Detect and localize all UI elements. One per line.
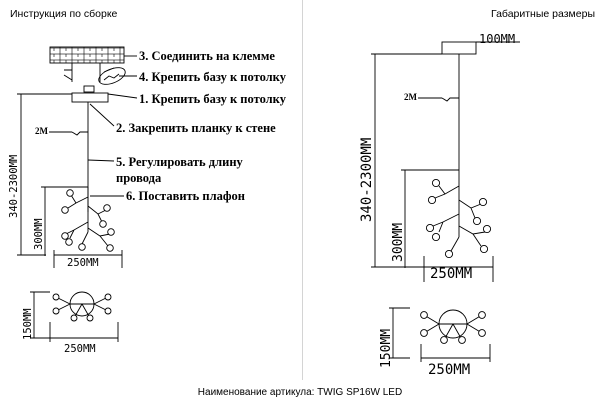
fixture-height-dim-right: 300MM bbox=[391, 223, 406, 262]
ceiling-base bbox=[71, 92, 109, 103]
dimensions-title: Габаритные размеры bbox=[491, 8, 595, 20]
dimension-diagram bbox=[371, 41, 520, 362]
fixture-height-dim-left: 300MM bbox=[33, 218, 45, 250]
terminal-block-icon bbox=[98, 67, 126, 85]
step-1-label: 2. Закрепить планку к стене bbox=[116, 121, 276, 135]
cable-length-label-right: 2M bbox=[404, 92, 418, 102]
cable-length-label: 2M bbox=[35, 126, 49, 136]
step-6-label: 6. Поставить плафон bbox=[126, 189, 245, 203]
canopy bbox=[441, 41, 477, 55]
width-dim-right-bottom: 250MM bbox=[428, 362, 470, 378]
assembly-diagram bbox=[17, 46, 138, 342]
wall-hatch bbox=[49, 46, 125, 64]
step-3-label: 4. Крепить базу к потолку bbox=[139, 70, 287, 84]
step-2-label: 3. Соединить на клемме bbox=[139, 49, 275, 63]
depth-dim-left: 150MM bbox=[22, 308, 34, 340]
step-5-label: 5. Регулировать длину bbox=[116, 155, 244, 169]
article-name: Наименование артикула: TWIG SP16W LED bbox=[197, 387, 403, 398]
bulbs-left bbox=[61, 189, 115, 252]
assembly-instructions-title: Инструкция по сборке bbox=[10, 8, 118, 20]
width-dim-right: 250MM bbox=[430, 266, 472, 282]
section-divider bbox=[302, 0, 303, 380]
height-dim-right: 340-2300MM bbox=[359, 138, 375, 222]
depth-dim-right: 150MM bbox=[379, 329, 394, 368]
width-dim-left: 250MM bbox=[67, 257, 99, 269]
width-dim-left-bottom: 250MM bbox=[64, 343, 96, 355]
bulbs-right bbox=[425, 178, 492, 259]
base-dim-right: 100MM bbox=[479, 32, 515, 46]
height-dim-left: 340-2300MM bbox=[8, 155, 20, 218]
step-4-label: 1. Крепить базу к потолку bbox=[139, 92, 287, 106]
step-5-label-cont: провода bbox=[116, 171, 162, 185]
